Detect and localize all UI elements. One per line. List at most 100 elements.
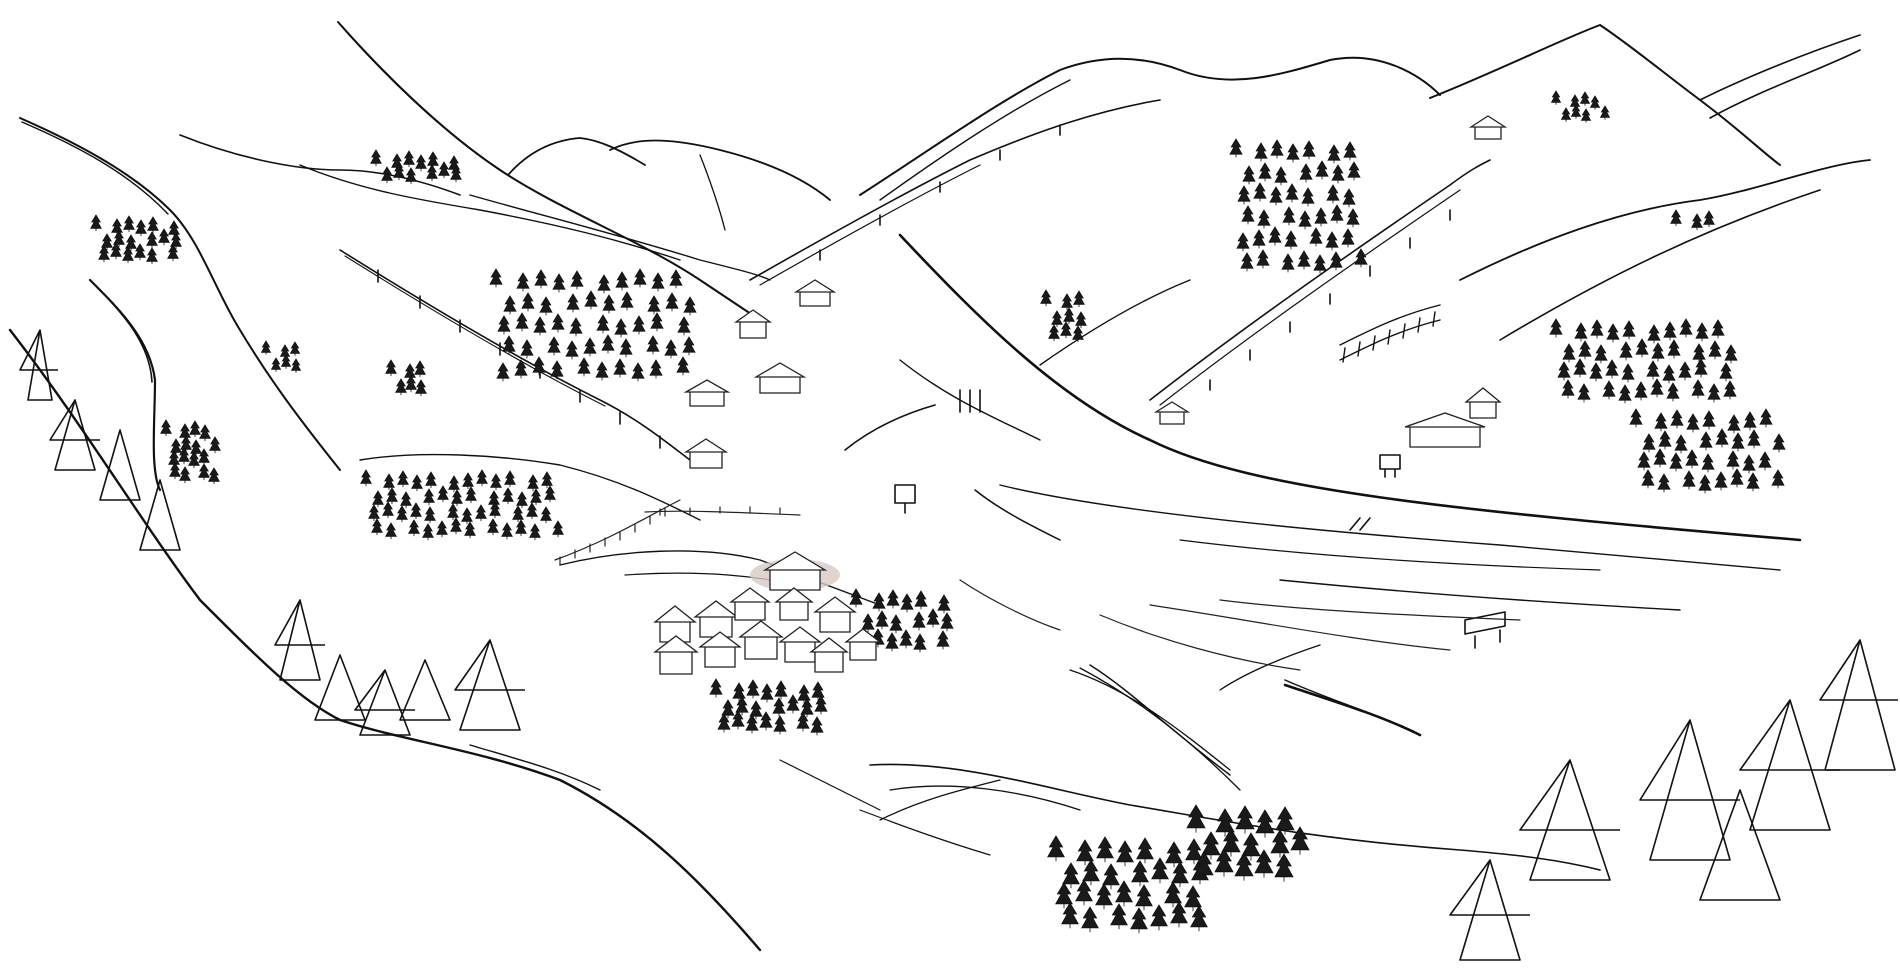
pine-tree-196 (1063, 307, 1075, 325)
pine-tree-45 (602, 294, 616, 314)
pine-tree-180 (1268, 226, 1282, 246)
pine-tree-348 (1150, 904, 1168, 931)
pine-tree-125 (544, 485, 556, 503)
pine-tree-276 (1589, 95, 1601, 110)
pine-tree-72 (532, 356, 546, 376)
pine-tree-220 (1724, 344, 1738, 364)
pine-tree-70 (496, 362, 510, 382)
pine-tree-146 (501, 522, 513, 540)
pine-tree-119 (451, 489, 463, 507)
pine-tree-304 (746, 679, 760, 699)
pine-tree-181 (1284, 230, 1298, 250)
pine-tree-76 (613, 358, 627, 378)
pine-tree-103 (383, 473, 395, 491)
pine-tree-330 (1062, 862, 1080, 889)
pine-tree-171 (1241, 205, 1255, 225)
pine-tree-158 (1258, 162, 1272, 182)
pine-tree-108 (462, 472, 474, 490)
pine-tree-21 (415, 154, 427, 172)
pine-tree-318 (745, 714, 759, 734)
pine-tree-323 (1047, 835, 1065, 862)
pine-tree-122 (502, 487, 514, 505)
pine-tree-225 (1621, 363, 1635, 383)
pine-tree-29 (450, 165, 462, 183)
pine-tree-287 (900, 593, 914, 613)
pine-tree-360 (1290, 826, 1310, 855)
pine-tree-329 (1185, 838, 1203, 865)
pine-tree-232 (1577, 383, 1591, 403)
pine-tree-212 (1578, 340, 1592, 360)
pine-tree-228 (1678, 361, 1692, 381)
pine-tree-265 (1641, 469, 1655, 489)
pine-tree-202 (1574, 322, 1588, 342)
pine-tree-243 (1670, 409, 1684, 429)
pine-tree-183 (1325, 231, 1339, 251)
pine-tree-167 (1285, 183, 1299, 203)
pine-tree-114 (372, 490, 384, 508)
pine-tree-325 (1096, 836, 1114, 863)
pine-tree-252 (1699, 431, 1713, 451)
pine-tree-41 (521, 292, 535, 312)
pine-tree-289 (937, 594, 951, 614)
pine-tree-92 (190, 439, 202, 457)
pine-tree-14 (122, 246, 134, 264)
pine-tree-210 (1711, 319, 1725, 339)
pine-tree-53 (551, 313, 565, 333)
pine-tree-3 (135, 219, 147, 237)
pine-tree-91 (180, 435, 192, 453)
pine-tree-16 (146, 247, 158, 265)
pine-tree-338 (1075, 879, 1093, 906)
pine-tree-215 (1635, 338, 1649, 358)
pine-tree-288 (914, 590, 928, 610)
foreground-pines-right (1449, 639, 1898, 961)
pine-tree-60 (502, 335, 516, 355)
pine-tree-270 (1730, 468, 1744, 488)
pine-tree-105 (411, 474, 423, 492)
pine-tree-145 (487, 518, 499, 536)
pine-tree-368 (289, 341, 301, 356)
fences (554, 499, 1521, 671)
pine-tree-354 (1255, 809, 1275, 838)
pine-tree-165 (1253, 182, 1267, 202)
pine-tree-100 (198, 463, 210, 481)
pine-tree-166 (1269, 186, 1283, 206)
pine-tree-298 (885, 632, 899, 652)
pine-tree-261 (1701, 453, 1715, 473)
pine-tree-344 (1061, 902, 1079, 929)
pine-tree-58 (650, 312, 664, 332)
pine-tree-309 (721, 699, 735, 719)
pine-tree-271 (1746, 472, 1760, 492)
pine-tree-197 (1075, 311, 1087, 329)
pine-tree-358 (1241, 832, 1261, 861)
pine-tree-161 (1315, 160, 1329, 180)
pine-tree-369 (270, 357, 282, 372)
pine-tree-32 (534, 269, 548, 289)
pine-tree-10 (158, 228, 170, 246)
pine-tree-267 (1682, 470, 1696, 490)
pine-tree-62 (547, 336, 561, 356)
pine-tree-226 (1646, 360, 1660, 380)
pine-tree-333 (1131, 860, 1149, 887)
pine-tree-262 (1726, 450, 1740, 470)
pine-tree-211 (1562, 343, 1576, 363)
pine-tree-313 (786, 694, 800, 714)
pine-tree-312 (772, 697, 786, 717)
pine-tree-150 (1229, 138, 1243, 158)
pine-tree-115 (386, 487, 398, 505)
pine-tree-332 (1102, 863, 1120, 890)
pine-tree-268 (1698, 474, 1712, 494)
pine-tree-0 (90, 214, 102, 232)
pine-tree-291 (875, 610, 889, 630)
pine-tree-233 (1602, 380, 1616, 400)
pine-tree-33 (552, 273, 566, 293)
pine-tree-359 (1270, 829, 1290, 858)
pine-tree-69 (682, 336, 696, 356)
pine-tree-326 (1116, 840, 1134, 867)
pine-tree-302 (709, 678, 723, 698)
pine-tree-334 (1151, 857, 1169, 884)
pine-tree-324 (1076, 839, 1094, 866)
pine-tree-343 (1184, 885, 1202, 912)
pine-tree-351 (1186, 804, 1206, 833)
pine-tree-346 (1110, 903, 1128, 930)
